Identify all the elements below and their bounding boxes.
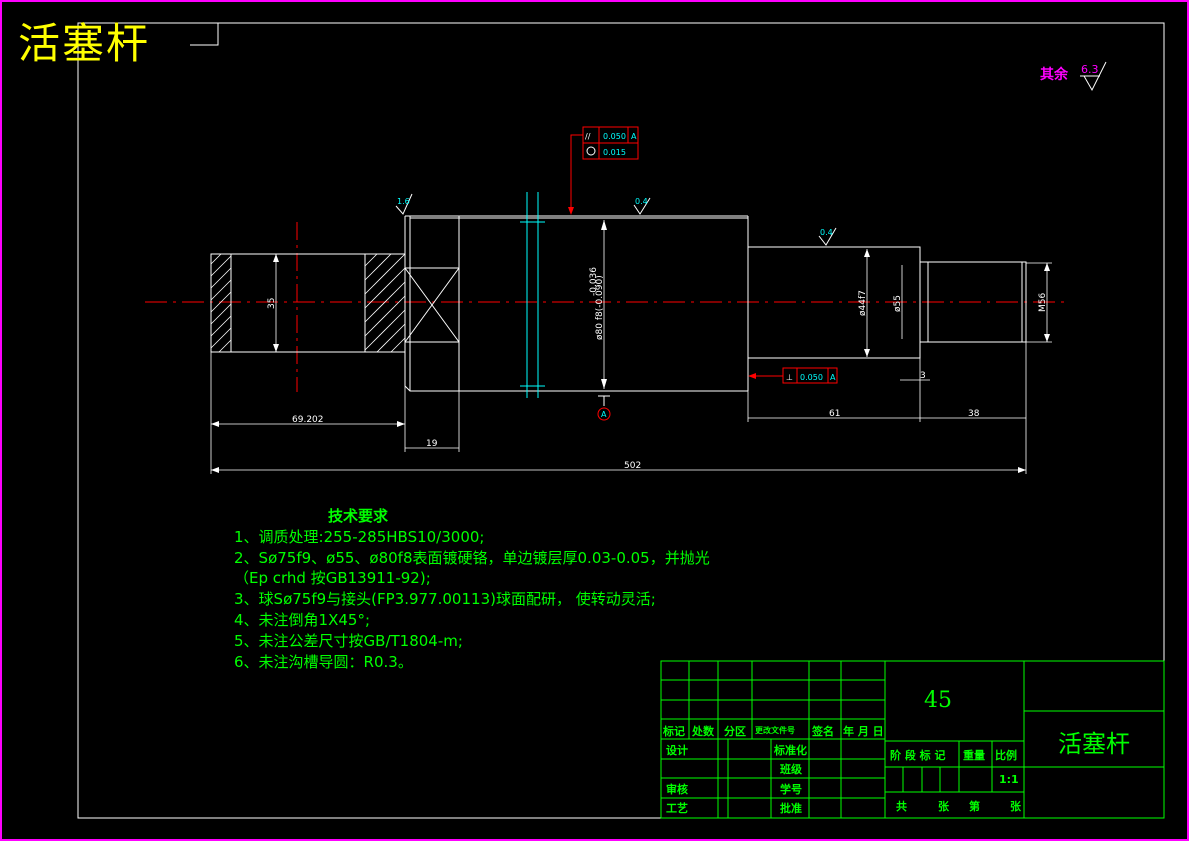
tech-heading: 技术要求: [328, 507, 389, 525]
dim-80-upper: -0.036: [589, 267, 599, 296]
tb-student-no: 学号: [780, 783, 802, 796]
section-hatching: [210, 253, 406, 353]
drawing-title: 活塞杆: [18, 19, 151, 68]
tb-weight: 重量: [963, 749, 985, 762]
tb-approve: 批准: [780, 802, 802, 815]
default-roughness-symbol: 6.3: [1080, 61, 1107, 92]
tb-scale: 1:1: [999, 773, 1019, 786]
tb-mark: 标记: [663, 725, 685, 738]
tb-sign: 签名: [812, 725, 834, 738]
dim-3: 3: [920, 371, 926, 381]
roughness-symbols: [395, 193, 837, 246]
tech-item-7: 6、未注沟槽导圆：R0.3。: [234, 652, 413, 671]
tech-item-3: （Ep crhd 按GB13911-92);: [234, 569, 431, 588]
parallel-datum: A: [631, 132, 637, 141]
tech-item-4: 3、球Sø75f9与接头(FP3.977.00113)球面配研， 使转动灵活;: [234, 590, 656, 609]
tb-sheets-1: 张: [938, 800, 949, 813]
rough-note-label: 其余: [1040, 67, 1068, 83]
round-value: 0.015: [603, 148, 626, 157]
tb-process: 工艺: [666, 802, 688, 815]
tol-frame-perp: [752, 367, 838, 384]
dim-38: 38: [968, 409, 980, 419]
break-lines: [520, 192, 545, 398]
technical-requirements: 技术要求 1、调质处理:255-285HBS10/3000; 2、Sø75f9、…: [234, 506, 710, 672]
material: 45: [924, 688, 952, 713]
datum-a-label: A: [601, 410, 607, 419]
tb-review: 审核: [666, 783, 688, 796]
tb-count: 处数: [692, 725, 714, 738]
tol-frame-top: [570, 126, 639, 212]
dim-44: ø44f7: [858, 290, 868, 316]
dim-69: 69.202: [292, 415, 324, 425]
parallel-symbol: //: [585, 132, 591, 141]
tech-item-6: 5、未注公差尺寸按GB/T1804-m;: [234, 631, 463, 650]
dim-502: 502: [624, 461, 641, 471]
dim-55: ø55: [893, 295, 903, 312]
tb-design: 设计: [666, 744, 688, 757]
tb-sheets-2: 张: [1010, 800, 1021, 813]
parallel-value: 0.050: [603, 132, 626, 141]
tech-item-1: 1、调质处理:255-285HBS10/3000;: [234, 527, 485, 546]
perp-symbol: ⊥: [786, 373, 793, 382]
tb-stage: 阶 段 标 记: [890, 749, 946, 762]
dim-19: 19: [426, 439, 438, 449]
inner-frame: [77, 22, 1165, 819]
rough-3: 0.4: [820, 228, 833, 237]
dim-56: M56: [1038, 293, 1048, 312]
rough-1: 1.6: [397, 197, 410, 206]
perp-datum: A: [830, 373, 836, 382]
tb-no: 第: [969, 800, 980, 813]
roundness-symbol: [586, 146, 596, 156]
rough-default-value: 6.3: [1081, 63, 1099, 76]
tb-zone: 分区: [724, 725, 746, 738]
dim-35: 35: [267, 298, 277, 309]
tech-item-5: 4、未注倒角1X45°;: [234, 610, 371, 629]
dim-61: 61: [829, 409, 840, 419]
tb-standard: 标准化: [774, 744, 807, 757]
title-block: [660, 660, 1165, 819]
dimension-lines: [210, 220, 1052, 474]
part-name: 活塞杆: [1058, 730, 1130, 758]
datum-a-symbol: A: [597, 395, 611, 421]
dimension-arrows: [211, 220, 1050, 473]
rough-2: 0.4: [635, 197, 648, 206]
shaft-outline: [404, 215, 1027, 392]
dim-80: ø80 f8(-0.090): [595, 275, 605, 340]
perp-value: 0.050: [800, 373, 823, 382]
tb-change-doc: 更改文件号: [755, 726, 795, 735]
tb-total: 共: [896, 800, 907, 813]
tb-scale-label: 比例: [995, 749, 1017, 762]
tb-date: 年 月 日: [843, 725, 884, 738]
tb-class: 班级: [780, 763, 802, 776]
title-tag-box: [78, 22, 219, 46]
tech-item-2: 2、Sø75f9、ø55、ø80f8表面镀硬铬，单边镀层厚0.03-0.05，并…: [234, 548, 710, 567]
